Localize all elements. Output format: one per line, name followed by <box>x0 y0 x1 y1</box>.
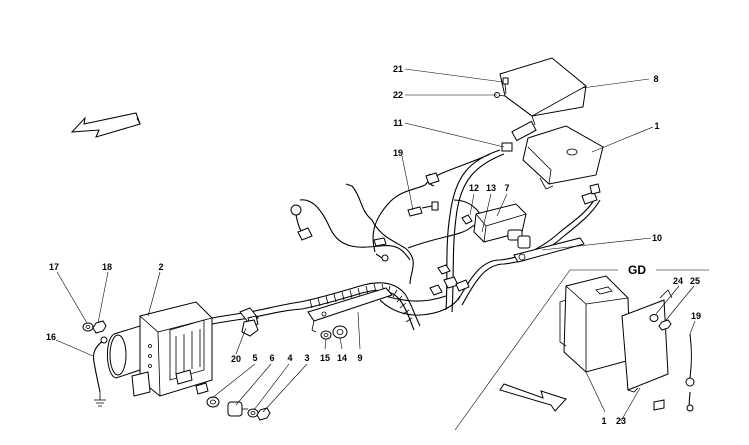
callout-7: 7 <box>504 183 509 193</box>
harness-connector <box>461 183 601 249</box>
control-unit-cover <box>496 57 587 126</box>
wire-pigtail <box>290 204 389 262</box>
nut <box>256 407 271 421</box>
fuse-holder <box>425 172 470 296</box>
gd-callout-25: 25 <box>690 276 700 286</box>
callout-11: 11 <box>393 118 403 128</box>
callout-17: 17 <box>49 262 59 272</box>
ground-strap <box>92 336 108 393</box>
abs-pipe-connection <box>211 301 303 327</box>
mounting-bracket <box>307 287 393 333</box>
callout-10: 10 <box>652 233 662 243</box>
callout-5: 5 <box>252 353 257 363</box>
callout-22: 22 <box>393 90 403 100</box>
callout-20: 20 <box>231 354 241 364</box>
wiring-harness <box>299 148 601 316</box>
callout-13: 13 <box>486 183 496 193</box>
callout-3: 3 <box>304 353 309 363</box>
wiring-connector <box>501 120 537 152</box>
washer <box>649 314 659 322</box>
gd-control-unit <box>559 275 631 373</box>
gd-mounting-plate <box>621 289 673 411</box>
callout-9: 9 <box>357 353 362 363</box>
bracket-clip <box>241 319 259 337</box>
washer <box>82 322 94 332</box>
washer <box>247 408 259 418</box>
direction-arrow-icon <box>499 383 567 412</box>
direction-arrow-icon <box>70 112 141 138</box>
nut <box>658 319 672 331</box>
gd-variant-box: GD <box>454 263 709 431</box>
callout-18: 18 <box>102 262 112 272</box>
gd-callout-19: 19 <box>691 311 701 321</box>
grommet <box>332 325 348 339</box>
gd-callout-23: 23 <box>616 416 626 426</box>
callout-21: 21 <box>393 64 403 74</box>
electronic-control-unit <box>522 125 604 190</box>
washer <box>320 330 332 340</box>
rubber-mount <box>227 401 248 417</box>
gd-ground-lead <box>685 333 695 412</box>
gd-variant-label: GD <box>628 263 646 277</box>
gd-callout-24: 24 <box>673 276 683 286</box>
bushing <box>206 396 220 408</box>
gd-callout-1: 1 <box>601 416 606 426</box>
callout-19: 19 <box>393 148 403 158</box>
callout-2: 2 <box>158 262 163 272</box>
corrugated-conduit <box>299 282 421 331</box>
callout-14: 14 <box>337 353 347 363</box>
nut <box>92 320 107 334</box>
callout-4: 4 <box>287 353 292 363</box>
support-bracket <box>513 237 585 263</box>
ground-lug <box>407 201 439 217</box>
callout-15: 15 <box>320 353 330 363</box>
callout-1: 1 <box>654 121 659 131</box>
callout-16: 16 <box>46 332 56 342</box>
callout-6: 6 <box>269 353 274 363</box>
ground-symbol-icon <box>94 392 106 407</box>
callout-8: 8 <box>653 74 658 84</box>
leader-lines <box>55 68 696 422</box>
callout-numbers: 21 22 8 11 1 19 12 13 7 10 17 18 2 16 20… <box>46 64 701 426</box>
abs-hydraulic-unit <box>107 301 213 397</box>
callout-12: 12 <box>469 183 479 193</box>
